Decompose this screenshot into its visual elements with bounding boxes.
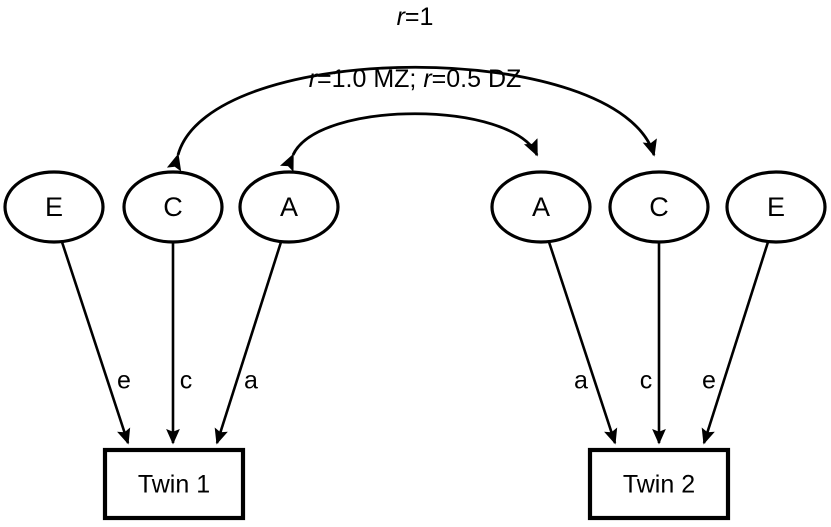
correlation-curve-c-path	[166, 65, 657, 172]
latent-label-c-right: C	[649, 192, 669, 222]
latent-label-a-right: A	[532, 192, 550, 222]
latent-node-a-left[interactable]: A	[238, 170, 340, 244]
path-label-e-right: e	[702, 367, 716, 395]
latent-label-c-left: C	[163, 192, 183, 222]
latent-node-a-right[interactable]: A	[490, 170, 592, 244]
correlation-arc-a	[279, 112, 539, 172]
latent-label-e-right: E	[767, 192, 785, 222]
path-arrow-a-twin2	[547, 241, 618, 445]
latent-node-e-right[interactable]: E	[725, 170, 827, 244]
path-label-c-left: c	[180, 367, 193, 395]
latent-ellipse-a-right	[490, 170, 592, 244]
latent-ellipse-e-right	[725, 170, 827, 244]
latent-label-a-left: A	[280, 192, 298, 222]
latent-label-e-left: E	[45, 192, 63, 222]
correlation-label-a: r=1.0 MZ; r=0.5 DZ	[309, 65, 522, 93]
correlation-arc-c	[166, 65, 657, 172]
observed-node-twin1[interactable]: Twin 1	[102, 447, 246, 521]
observed-box-twin1	[102, 447, 246, 521]
path-label-a-right: a	[574, 367, 588, 395]
correlation-label-c: r=1	[397, 3, 434, 31]
path-label-e-left: e	[117, 367, 131, 395]
latent-node-c-left[interactable]: C	[122, 170, 224, 244]
path-arrow-a-twin1	[214, 241, 283, 445]
latent-ellipse-c-left	[122, 170, 224, 244]
latent-ellipse-e-left	[3, 170, 105, 244]
observed-label-twin2: Twin 2	[623, 471, 695, 499]
path-arrow-e-twin2	[701, 241, 770, 445]
path-label-a-left: a	[244, 367, 258, 395]
latent-ellipse-a-left	[238, 170, 340, 244]
latent-node-e-left[interactable]: E	[3, 170, 105, 244]
correlation-curve-a-path	[279, 112, 539, 172]
path-label-c-right: c	[640, 367, 653, 395]
latent-ellipse-c-right	[608, 170, 710, 244]
observed-label-twin1: Twin 1	[138, 471, 210, 499]
observed-node-twin2[interactable]: Twin 2	[587, 447, 731, 521]
path-arrow-e-twin1	[60, 241, 131, 445]
latent-node-c-right[interactable]: C	[608, 170, 710, 244]
observed-box-twin2	[587, 447, 731, 521]
